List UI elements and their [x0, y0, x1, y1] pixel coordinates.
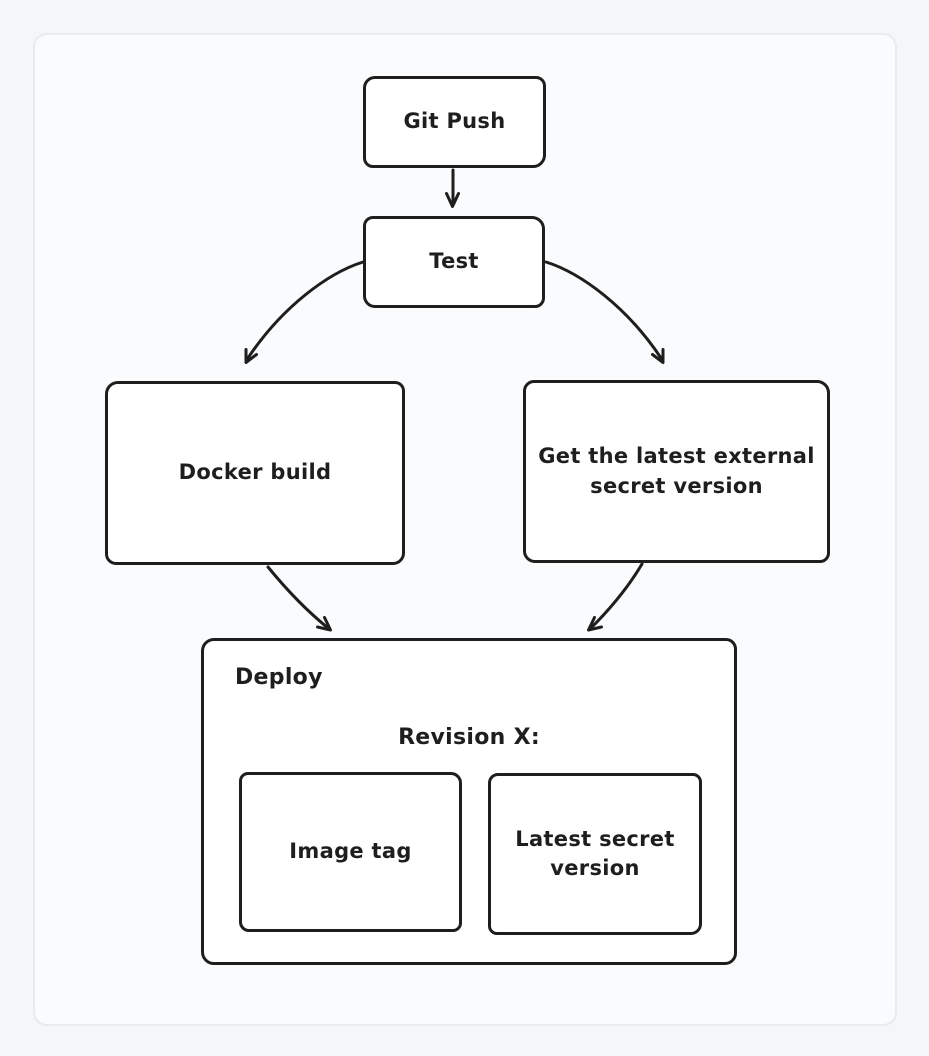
- node-docker-build: Docker build: [105, 381, 405, 565]
- node-latest-secret-label: Latest secret version: [515, 826, 675, 880]
- node-git-push: Git Push: [363, 76, 546, 168]
- node-image-tag: Image tag: [239, 772, 462, 932]
- deploy-label: Deploy: [235, 665, 323, 690]
- node-get-secret: Get the latest external secret version: [523, 380, 830, 563]
- node-image-tag-label: Image tag: [289, 839, 412, 864]
- node-test-label: Test: [429, 249, 479, 274]
- revision-label: Revision X:: [398, 725, 540, 750]
- node-get-secret-label: Get the latest external secret version: [538, 444, 815, 498]
- node-test: Test: [363, 216, 545, 308]
- node-docker-build-label: Docker build: [178, 460, 332, 485]
- node-git-push-label: Git Push: [403, 109, 506, 134]
- node-latest-secret: Latest secret version: [488, 773, 702, 935]
